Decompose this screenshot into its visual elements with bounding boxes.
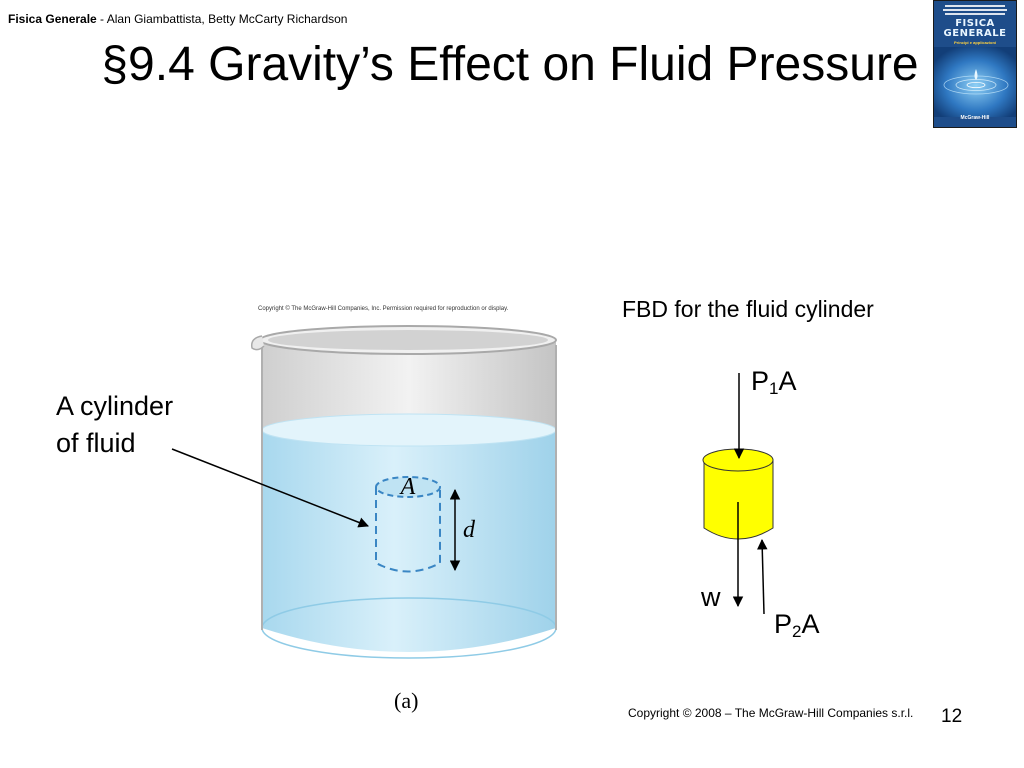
- cover-author-lines: [937, 3, 1013, 17]
- p1a-label: P1A: [751, 366, 797, 398]
- fbd-caption: FBD for the fluid cylinder: [622, 296, 874, 322]
- cover-subtitle: Principi e applicazioni: [953, 40, 996, 45]
- footer-copyright: Copyright © 2008 – The McGraw-Hill Compa…: [628, 706, 914, 720]
- callout-line-2: of fluid: [56, 428, 136, 458]
- cylinder-callout-label: A cylinder of fluid: [56, 388, 173, 462]
- page-number: 12: [941, 706, 963, 727]
- p2a-label: P2A: [774, 609, 820, 641]
- beaker-glass-upper: [262, 338, 556, 430]
- beaker-spout: [250, 335, 265, 351]
- slide-title: §9.4 Gravity’s Effect on Fluid Pressure: [101, 38, 919, 91]
- fbd-cylinder-body: [703, 459, 774, 540]
- book-cover-image: FISICA GENERALE Principi e applicazioni …: [933, 0, 1017, 128]
- beaker-water: [262, 430, 556, 652]
- p2a-force-arrow: [757, 538, 768, 615]
- beaker-rim-inner: [268, 330, 548, 350]
- callout-arrow: [171, 448, 369, 528]
- cover-title: FISICA GENERALE: [943, 18, 1007, 39]
- figure-copyright-notice: Copyright © The McGraw-Hill Companies, I…: [258, 306, 509, 312]
- depth-label: d: [463, 517, 476, 543]
- water-drop-icon: [934, 47, 1016, 117]
- cover-publisher: McGraw-Hill: [960, 115, 990, 121]
- figure-label: (a): [394, 688, 419, 713]
- fbd-cylinder-top: [702, 448, 774, 472]
- slide-header: Fisica Generale - Alan Giambattista, Bet…: [8, 12, 347, 26]
- book-authors: - Alan Giambattista, Betty McCarty Richa…: [96, 12, 348, 26]
- book-title: Fisica Generale: [8, 12, 97, 26]
- callout-line-1: A cylinder: [56, 391, 174, 421]
- dashed-cylinder-body: [375, 487, 441, 573]
- weight-label: w: [701, 582, 721, 612]
- water-surface: [261, 413, 557, 447]
- area-label: A: [399, 474, 416, 500]
